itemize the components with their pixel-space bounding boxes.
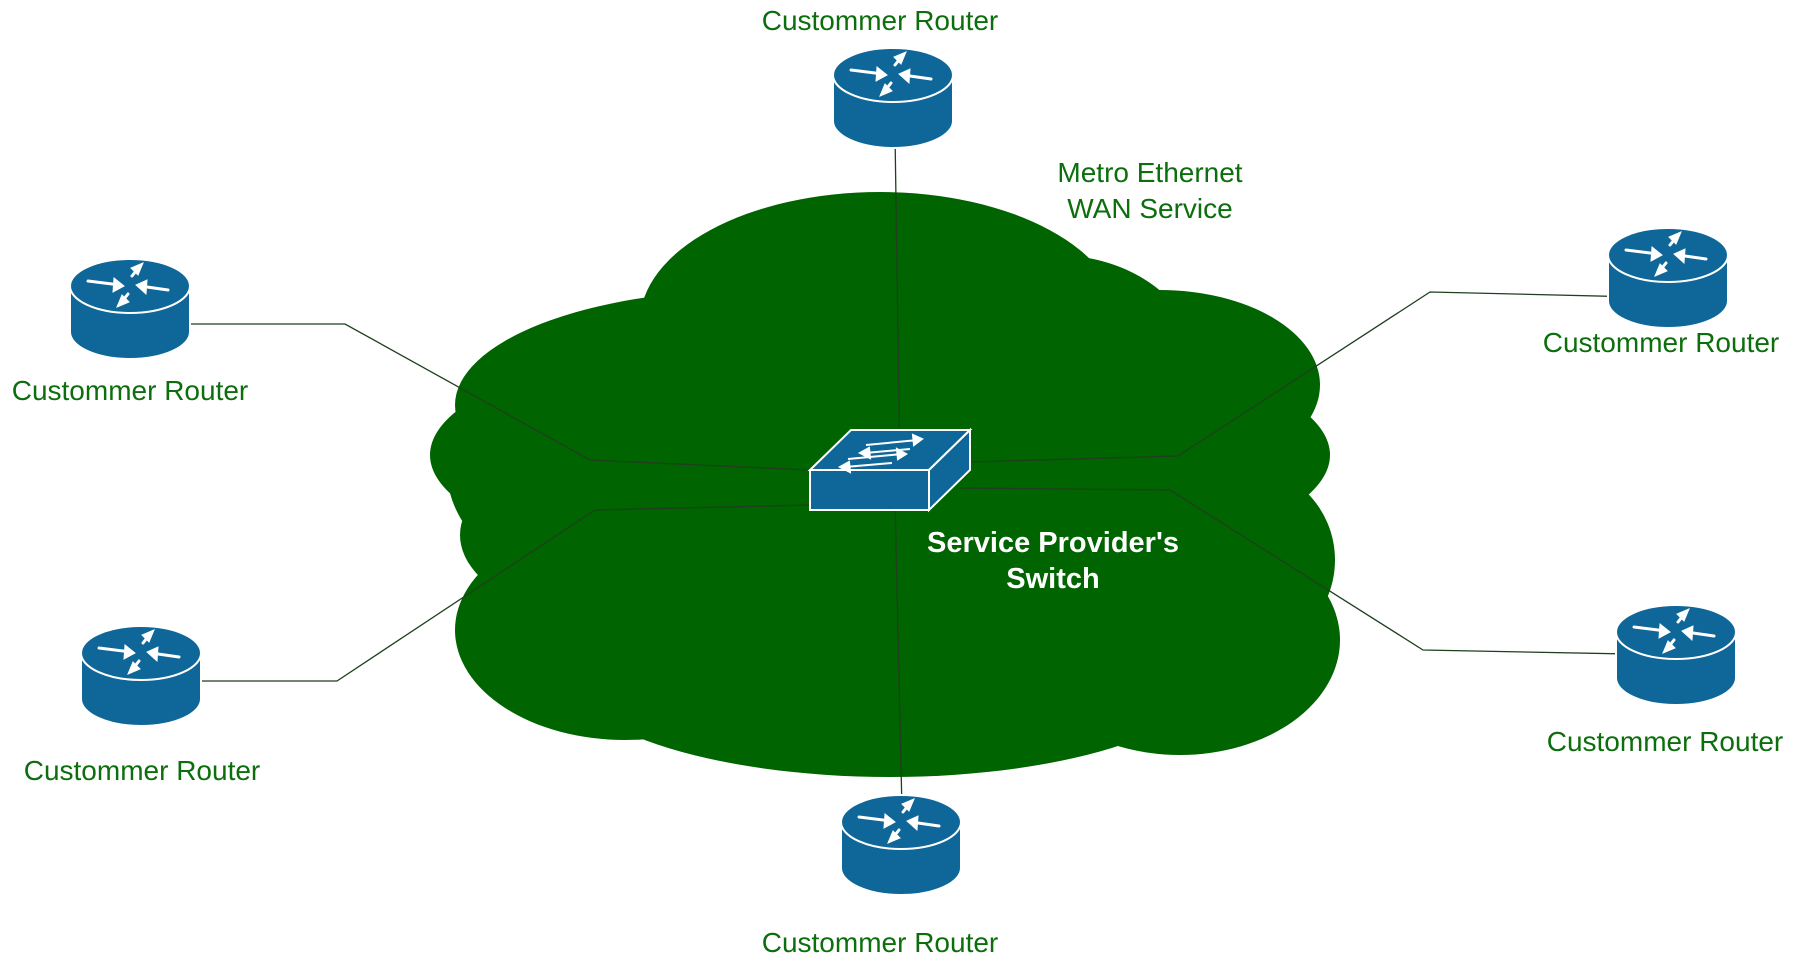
router-label: Custommer Router xyxy=(1543,327,1780,358)
router-icon xyxy=(1614,603,1738,707)
link-lower-right xyxy=(959,487,1681,656)
router-icon xyxy=(839,793,963,897)
router-label: Custommer Router xyxy=(12,375,249,406)
link-lower-left xyxy=(200,504,811,682)
switch-label-line2: Switch xyxy=(1006,563,1099,595)
router-label: Custommer Router xyxy=(24,755,261,786)
router-label: Custommer Router xyxy=(762,927,999,958)
router-icon xyxy=(831,46,955,150)
router-icon xyxy=(79,624,203,728)
router-label: Custommer Router xyxy=(762,5,999,36)
link-upper-left xyxy=(190,323,811,471)
service-provider-switch: Service Provider's Switch xyxy=(807,427,1179,595)
router-lower-left: Custommer Router xyxy=(24,624,261,786)
router-upper-left: Custommer Router xyxy=(12,257,249,406)
link-bottom xyxy=(894,499,903,811)
router-label: Custommer Router xyxy=(1547,726,1784,757)
router-bottom: Custommer Router xyxy=(762,793,999,958)
cloud-label-line1: Metro Ethernet xyxy=(1057,157,1242,188)
metro-ethernet-cloud xyxy=(430,192,1340,777)
router-top: Custommer Router xyxy=(762,5,999,150)
router-icon xyxy=(1606,226,1730,330)
switch-label-line1: Service Provider's xyxy=(927,527,1179,559)
layer2-switch-icon xyxy=(807,427,973,513)
router-upper-right: Custommer Router xyxy=(1543,226,1780,358)
router-lower-right: Custommer Router xyxy=(1547,603,1784,757)
link-upper-right xyxy=(969,291,1681,463)
link-top xyxy=(894,132,901,471)
router-icon xyxy=(68,257,192,361)
network-links xyxy=(190,132,1681,811)
cloud-label-line2: WAN Service xyxy=(1067,193,1232,224)
